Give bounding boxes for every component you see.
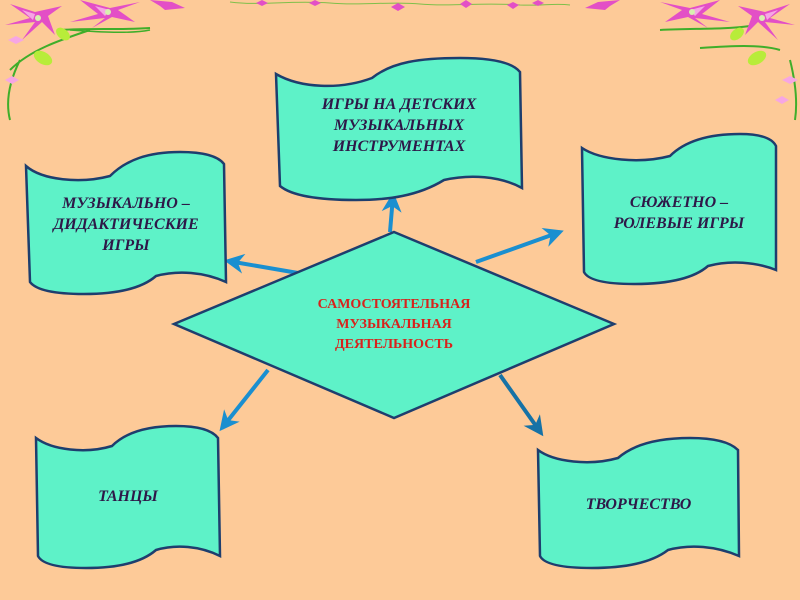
arrow-to-dances	[219, 368, 270, 432]
floral-decoration-top-right	[585, 0, 798, 121]
node-box-roleplay	[580, 132, 778, 286]
node-box-didactic	[24, 150, 228, 296]
diagram-arrows	[219, 192, 564, 437]
arrow-to-creativity	[498, 373, 544, 437]
center-label: САМОСТОЯТЕЛЬНАЯ МУЗЫКАЛЬНАЯ ДЕЯТЕЛЬНОСТЬ	[317, 297, 471, 352]
node-label-creativity: ТВОРЧЕСТВО	[585, 496, 692, 513]
node-label-instruments: ИГРЫ НА ДЕТСКИХ МУЗЫКАЛЬНЫХ ИНСТРУМЕНТАХ	[321, 96, 477, 155]
node-box-instruments	[274, 56, 524, 202]
node-label-dances: ТАНЦЫ	[98, 488, 158, 505]
node-box-dances	[34, 424, 222, 570]
arrow-to-didactic	[224, 253, 299, 275]
node-label-roleplay: СЮЖЕТНО – РОЛЕВЫЕ ИГРЫ	[613, 194, 745, 232]
floral-decoration-top-center	[229, 0, 571, 11]
arrow-to-roleplay	[475, 227, 564, 264]
center-diamond	[170, 230, 618, 420]
node-box-creativity	[536, 436, 741, 570]
node-label-didactic: МУЗЫКАЛЬНО – ДИДАКТИЧЕСКИЕ ИГРЫ	[53, 195, 199, 254]
arrow-to-instruments	[381, 192, 402, 233]
floral-decoration-top-left	[5, 0, 185, 121]
